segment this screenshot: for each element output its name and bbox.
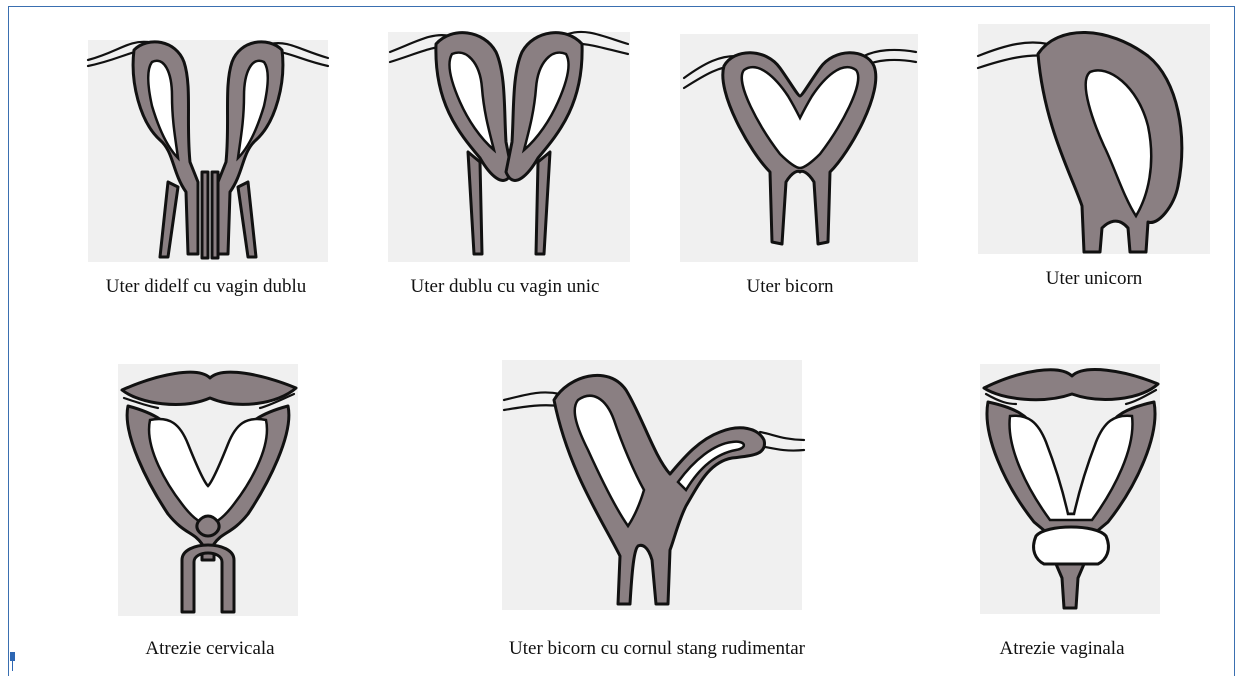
uterus-unicornuate-illustration [978, 16, 1210, 262]
caption-uter-dublu: Uter dublu cu vagin unic [411, 276, 600, 298]
caption-atrezie-vaginala: Atrezie vaginala [999, 638, 1124, 660]
diagram-uter-bicorn [680, 22, 920, 262]
vaginal-atresia-illustration [980, 364, 1162, 624]
caption-uter-unicorn: Uter unicorn [1046, 268, 1143, 290]
diagram-uter-unicorn [978, 16, 1210, 262]
diagram-atrezie-vaginala [980, 364, 1162, 624]
uterus-bicornuate-illustration [680, 22, 920, 262]
bicornuate-rudimentary-horn-illustration [502, 360, 806, 620]
cervical-atresia-illustration [118, 364, 300, 624]
diagram-atrezie-cervicala [118, 364, 300, 624]
diagram-uter-didelf [88, 22, 340, 262]
uterus-didelphys-illustration [88, 22, 340, 262]
caption-uter-bicorn-rudimentar: Uter bicorn cu cornul stang rudimentar [509, 638, 805, 660]
uterus-double-single-vagina-illustration [388, 22, 630, 262]
caption-uter-bicorn: Uter bicorn [746, 276, 833, 298]
caption-atrezie-cervicala: Atrezie cervicala [145, 638, 274, 660]
caption-uter-didelf: Uter didelf cu vagin dublu [106, 276, 307, 298]
corner-marker-icon [10, 652, 15, 671]
diagram-uter-dublu [388, 22, 630, 262]
diagram-uter-bicorn-rudimentar [502, 360, 806, 620]
